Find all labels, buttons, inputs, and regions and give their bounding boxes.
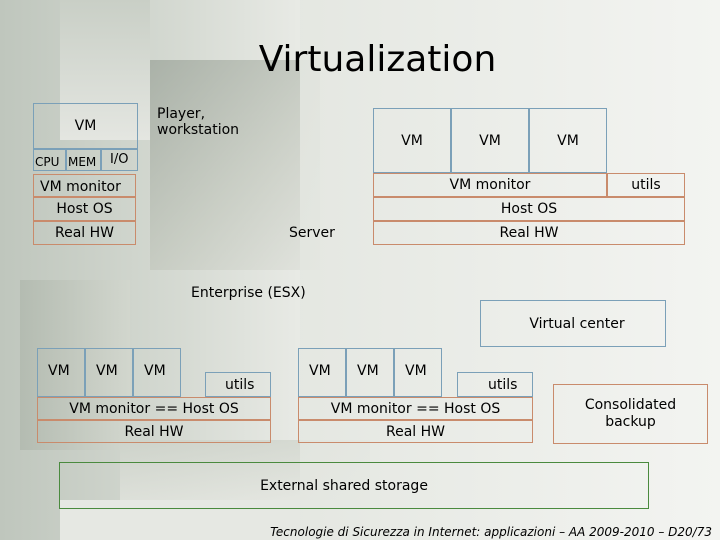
server-vm-monitor-box: VM monitor	[373, 173, 607, 197]
enterprise-left-vm-label: VM	[96, 363, 118, 379]
workstation-cpu-box: CPU	[33, 149, 66, 171]
workstation-vm-box: VM	[33, 103, 138, 149]
enterprise-right-real-hw-box: Real HW	[298, 420, 533, 443]
server-vm-label: VM	[557, 132, 579, 149]
server-real-hw-box: Real HW	[373, 221, 685, 245]
enterprise-right-vm-label: VM	[405, 363, 427, 379]
enterprise-right-vm-label: VM	[357, 363, 379, 379]
enterprise-right-vm-box: VM	[298, 348, 346, 397]
virtual-center-box: Virtual center	[480, 300, 666, 347]
server-vm-label: VM	[401, 132, 423, 149]
enterprise-right-utils-box: utils	[457, 372, 533, 397]
workstation-real-hw-label: Real HW	[54, 225, 114, 241]
workstation-caption: Player, workstation	[157, 106, 240, 138]
enterprise-right-vm-monitor-label: VM monitor == Host OS	[330, 400, 501, 417]
workstation-mem-label: MEM	[68, 155, 97, 169]
enterprise-right-vm-box: VM	[346, 348, 394, 397]
enterprise-left-real-hw-label: Real HW	[124, 423, 184, 440]
slide-footer: Tecnologie di Sicurezza in Internet: app…	[270, 525, 712, 539]
enterprise-right-vm-label: VM	[309, 363, 331, 379]
external-shared-storage-box: External shared storage	[59, 462, 649, 509]
server-utils-box: utils	[607, 173, 685, 197]
workstation-vm-label: VM	[74, 118, 97, 134]
workstation-host-os-label: Host OS	[56, 201, 113, 217]
enterprise-caption: Enterprise (ESX)	[191, 285, 306, 301]
enterprise-left-vm-label: VM	[144, 363, 166, 379]
workstation-real-hw-box: Real HW	[33, 221, 136, 245]
server-vm-label: VM	[479, 132, 501, 149]
server-caption: Server	[289, 225, 335, 241]
workstation-vm-monitor-label: VM monitor	[40, 179, 121, 195]
workstation-cpu-label: CPU	[35, 155, 60, 169]
consolidated-backup-box: Consolidated backup	[553, 384, 708, 444]
server-vm-box: VM	[373, 108, 451, 173]
slide-title: Virtualization	[258, 39, 497, 80]
server-real-hw-label: Real HW	[499, 225, 559, 241]
enterprise-left-vm-monitor-box: VM monitor == Host OS	[37, 397, 271, 420]
virtual-center-label: Virtual center	[529, 315, 625, 332]
server-vm-box: VM	[451, 108, 529, 173]
server-vm-box: VM	[529, 108, 607, 173]
consolidated-backup-label: Consolidated backup	[584, 397, 677, 430]
enterprise-left-vm-monitor-label: VM monitor == Host OS	[69, 400, 239, 417]
server-vm-monitor-label: VM monitor	[449, 177, 531, 193]
enterprise-right-vm-box: VM	[394, 348, 442, 397]
enterprise-right-real-hw-label: Real HW	[385, 423, 445, 440]
enterprise-right-vm-monitor-box: VM monitor == Host OS	[298, 397, 533, 420]
enterprise-left-vm-box: VM	[37, 348, 85, 397]
server-host-os-box: Host OS	[373, 197, 685, 221]
enterprise-left-vm-box: VM	[85, 348, 133, 397]
workstation-io-box: I/O	[101, 149, 138, 171]
server-host-os-label: Host OS	[500, 201, 558, 217]
workstation-io-label: I/O	[110, 152, 129, 167]
enterprise-left-vm-box: VM	[133, 348, 181, 397]
enterprise-left-utils-label: utils	[225, 377, 255, 393]
enterprise-right-utils-label: utils	[488, 377, 518, 393]
external-shared-storage-label: External shared storage	[260, 477, 428, 494]
enterprise-left-vm-label: VM	[48, 363, 70, 379]
workstation-vm-monitor-box: VM monitor	[33, 174, 136, 197]
server-utils-label: utils	[631, 177, 661, 193]
enterprise-left-real-hw-box: Real HW	[37, 420, 271, 443]
workstation-host-os-box: Host OS	[33, 197, 136, 221]
enterprise-left-utils-box: utils	[205, 372, 271, 397]
workstation-mem-box: MEM	[66, 149, 101, 171]
